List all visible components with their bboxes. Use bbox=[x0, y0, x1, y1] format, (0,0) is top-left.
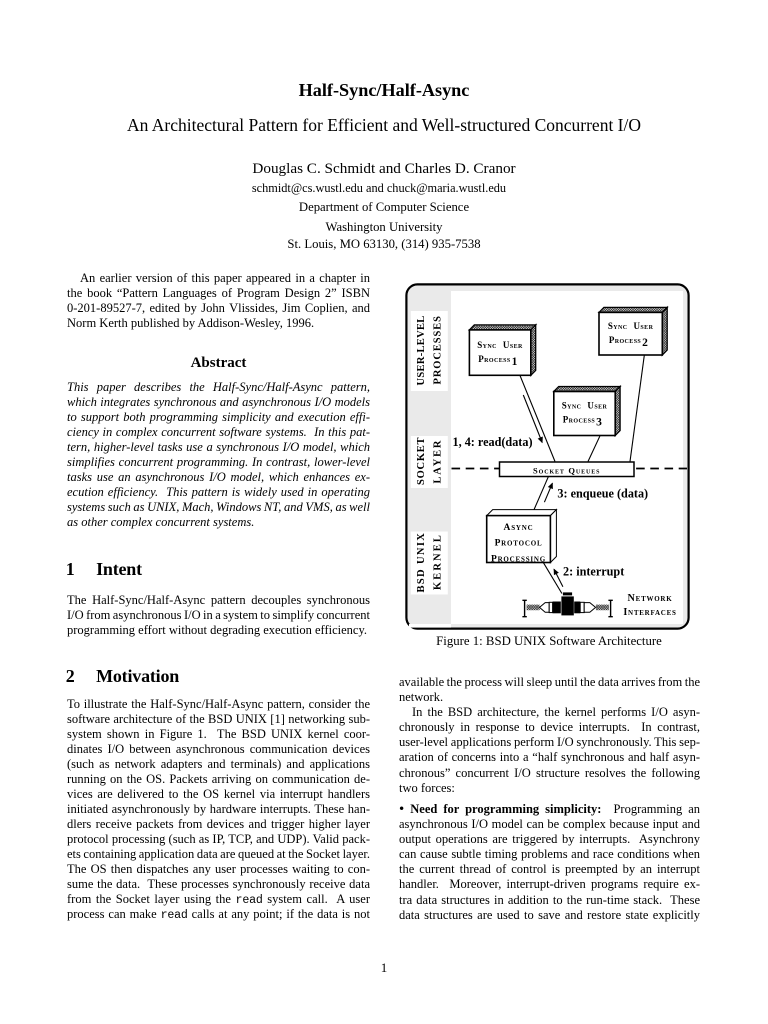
svg-text:Sync User: Sync User bbox=[562, 401, 608, 411]
svg-text:1, 4: read(data): 1, 4: read(data) bbox=[453, 435, 533, 449]
svg-text:Sync User: Sync User bbox=[608, 321, 654, 331]
svg-text:Interfaces: Interfaces bbox=[623, 607, 676, 618]
svg-text:Protocol: Protocol bbox=[495, 539, 543, 549]
svg-text:KERNEL: KERNEL bbox=[433, 533, 444, 590]
svg-text:PROCESSES: PROCESSES bbox=[433, 315, 444, 384]
svg-text:USER-LEVEL: USER-LEVEL bbox=[416, 315, 427, 385]
svg-text:Async: Async bbox=[504, 523, 534, 533]
svg-text:3: enqueue (data): 3: enqueue (data) bbox=[557, 487, 648, 501]
svg-text:2: interrupt: 2: interrupt bbox=[563, 565, 624, 579]
svg-text:SOCKET: SOCKET bbox=[416, 437, 427, 485]
svg-text:Processing: Processing bbox=[491, 554, 546, 564]
svg-text:Socket Queues: Socket Queues bbox=[533, 466, 600, 476]
svg-text:Sync User: Sync User bbox=[477, 340, 523, 350]
svg-text:Network: Network bbox=[628, 593, 673, 604]
svg-text:LAYER: LAYER bbox=[433, 439, 444, 484]
svg-text:BSD UNIX: BSD UNIX bbox=[416, 532, 427, 593]
